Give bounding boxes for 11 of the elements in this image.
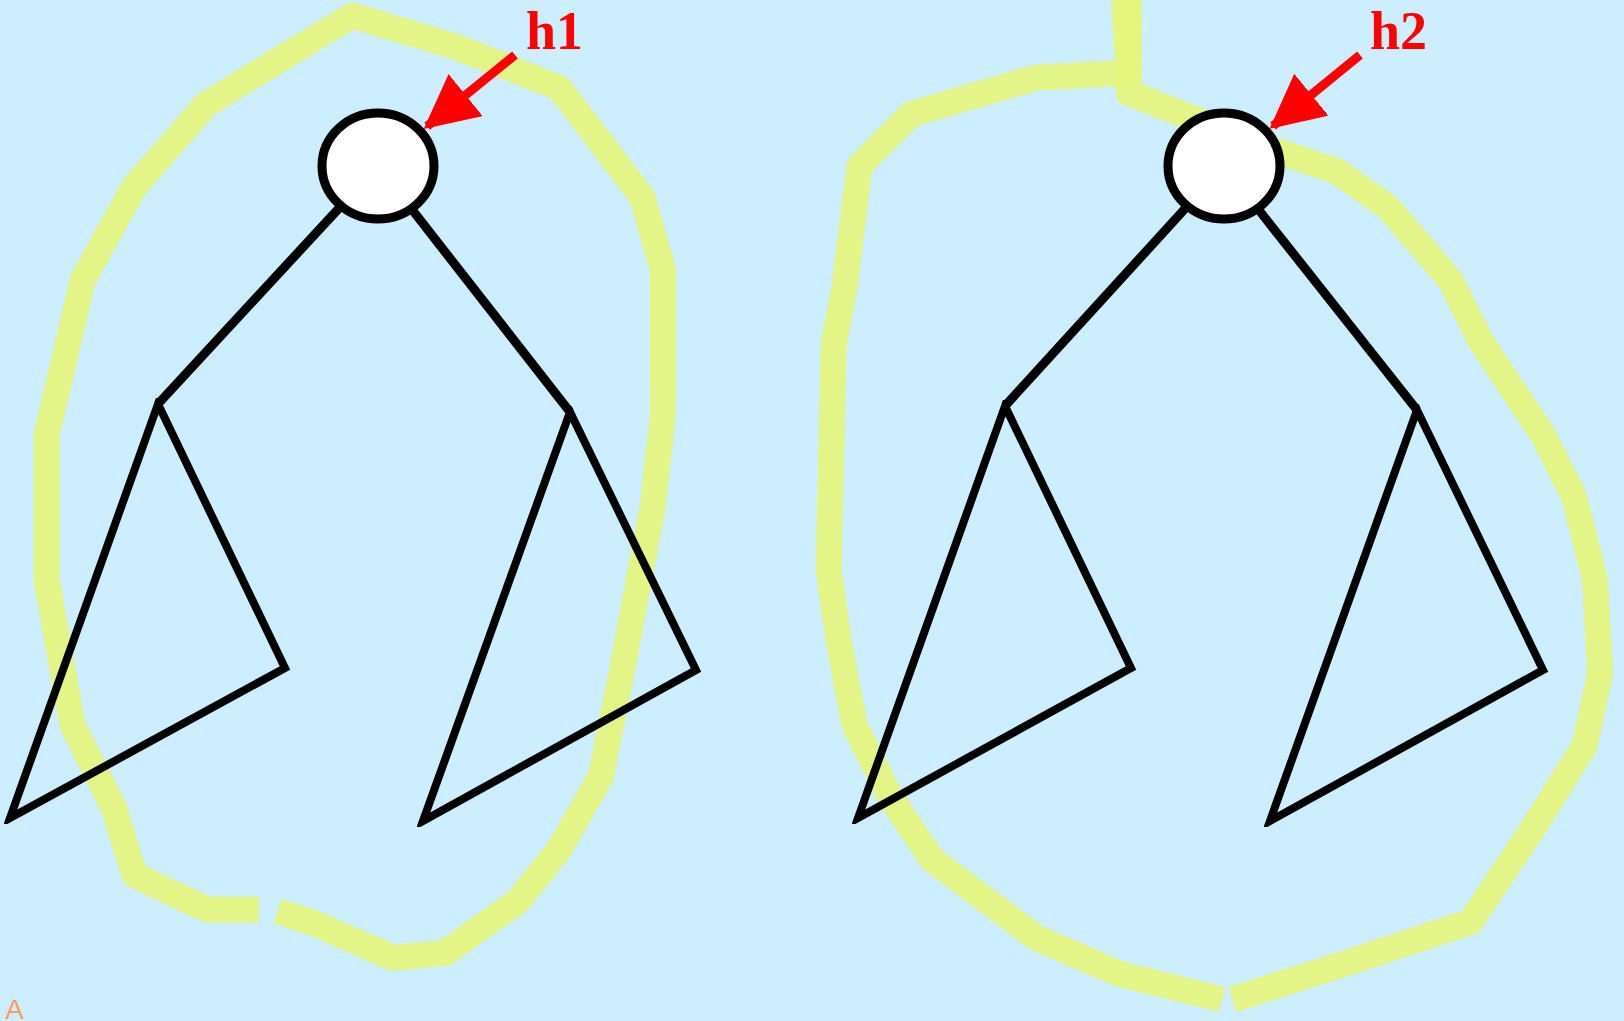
subtree-triangle: [417, 406, 702, 827]
pointer-label: h2: [1370, 4, 1428, 58]
subtree-triangle: [852, 400, 1137, 824]
subtree-triangle: [4, 398, 291, 824]
arrow: [1269, 51, 1363, 130]
pointer-label: h1: [526, 4, 584, 58]
corner-letter: A: [5, 996, 24, 1021]
arrow: [423, 51, 518, 130]
connector-line: [1256, 208, 1421, 413]
connector-line: [410, 209, 574, 415]
subtree-triangle: [1264, 404, 1549, 827]
